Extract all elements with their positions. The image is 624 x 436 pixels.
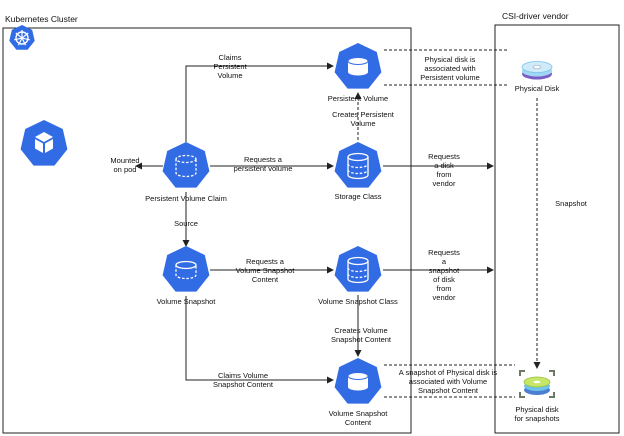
volume-snapshot-class-label: Volume Snapshot Class (318, 297, 398, 306)
mounted-on-pod-label: Mounted on pod (110, 156, 140, 174)
snapshot-label: Snapshot (555, 199, 587, 208)
snapshot-class-icon (347, 256, 369, 284)
pod-node (20, 120, 68, 166)
persistent-volume-node (334, 43, 382, 89)
snapshot-association-label: A snapshot of Physical disk is associate… (398, 368, 498, 395)
creates-pv-label: Creates Persistent Volume (332, 110, 394, 128)
storage-class-node (334, 142, 382, 188)
physical-disk-icon (521, 61, 553, 80)
claims-pv-label: Claims Persistent Volume (213, 53, 247, 80)
csi-vendor-title: CSI-driver vendor (502, 11, 569, 21)
volume-snapshot-content-node (334, 358, 382, 404)
cube-icon (35, 132, 53, 153)
edge-pvc-to-pv (185, 62, 334, 142)
pv-label: Persistent Volume (327, 94, 389, 103)
storage-class-label: Storage Class (334, 192, 382, 201)
creates-vsc-label: Creates Volume Snapshot Content (330, 326, 392, 344)
kubernetes-logo-icon (9, 25, 35, 50)
requests-snapshot-label: Requests a snapshot of disk from vendor (428, 248, 460, 302)
pd-association-label: Physical disk is associated with Persist… (420, 55, 480, 82)
edge-vs-to-vscontent (185, 296, 334, 384)
pod-label: pod (37, 177, 51, 186)
snapshot-disk-label: Physical disk for snapshots (514, 405, 560, 423)
volume-snapshot-content-label: Volume Snapshot Content (328, 409, 388, 427)
kubernetes-cluster-region (2, 27, 412, 434)
source-label: Source (174, 219, 198, 228)
pvc-label: Persistent Volume Claim (145, 194, 227, 203)
persistent-volume-claim-node (162, 142, 210, 188)
cylinder-icon (347, 372, 369, 391)
volume-snapshot-node (162, 246, 210, 292)
snapshot-cylinder-icon (175, 260, 197, 280)
snapshot-disk-icon (519, 370, 555, 398)
physical-disk-label: Physical Disk (514, 84, 560, 93)
requests-pv-label: Requests a persistent volume (233, 155, 293, 173)
kubernetes-cluster-title: Kubernetes Cluster (5, 14, 78, 24)
requests-vsc-label: Requests a Volume Snapshot Content (235, 257, 295, 284)
cylinder-icon (347, 57, 369, 76)
csi-vendor-region (494, 24, 620, 434)
claims-vsc-label: Claims Volume Snapshot Content (212, 371, 274, 389)
dashed-cylinder-icon (175, 154, 197, 178)
volume-snapshot-class-node (334, 246, 382, 292)
volume-snapshot-label: Volume Snapshot (156, 297, 216, 306)
storage-class-icon (347, 152, 369, 180)
requests-disk-label: Requests a disk from vendor (428, 152, 460, 188)
